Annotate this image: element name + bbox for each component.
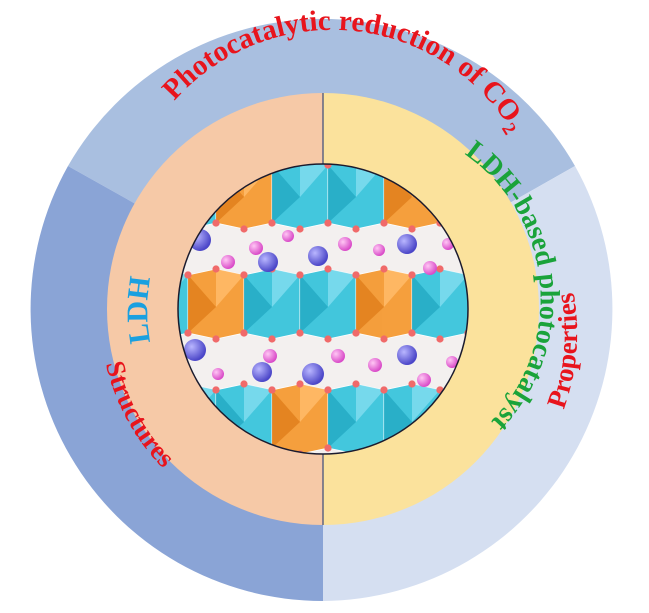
oxygen-atom (212, 265, 220, 273)
octahedron-face (412, 275, 440, 333)
interlayer-ion (331, 349, 345, 363)
interlayer-anion (397, 234, 417, 254)
oxygen-atom (324, 219, 332, 227)
oxygen-atom (324, 444, 332, 452)
octahedron-face (244, 384, 272, 422)
oxygen-atom (296, 380, 304, 388)
octahedron-face (188, 275, 216, 333)
oxygen-atom (380, 219, 388, 227)
oxygen-atom (212, 219, 220, 227)
oxygen-atom (352, 329, 360, 337)
interlayer-ion (249, 241, 263, 255)
oxygen-atom (352, 271, 360, 279)
interlayer-ion (373, 244, 385, 256)
octahedron-face (244, 275, 272, 333)
oxygen-atom (380, 335, 388, 343)
oxygen-atom (240, 380, 248, 388)
oxygen-atom (408, 329, 416, 337)
interlayer-ion (338, 237, 352, 251)
interlayer-anion (397, 345, 417, 365)
oxygen-atom (408, 380, 416, 388)
octahedron-face (328, 390, 356, 448)
oxygen-atom (240, 225, 248, 233)
octahedron-face (300, 384, 328, 422)
oxygen-atom (212, 386, 220, 394)
octahedron-face (328, 165, 356, 223)
oxygen-atom (268, 335, 276, 343)
oxygen-atom (240, 271, 248, 279)
interlayer-ion (446, 356, 458, 368)
octahedron-face (356, 384, 384, 422)
interlayer-anion (258, 252, 278, 272)
interlayer-ion (368, 358, 382, 372)
interlayer-ion (282, 230, 294, 242)
oxygen-atom (408, 271, 416, 279)
oxygen-atom (352, 225, 360, 233)
octahedron-face (300, 275, 328, 333)
octahedron-face (272, 390, 300, 448)
interlayer-ion (212, 368, 224, 380)
oxygen-atom (296, 225, 304, 233)
oxygen-atom (296, 329, 304, 337)
octahedron-face (384, 390, 412, 448)
oxygen-atom (184, 329, 192, 337)
oxygen-atom (324, 386, 332, 394)
oxygen-atom (268, 219, 276, 227)
core-border (177, 163, 469, 455)
interlayer-anion (308, 246, 328, 266)
interlayer-ion (263, 349, 277, 363)
oxygen-atom (324, 335, 332, 343)
interlayer-anion (252, 362, 272, 382)
oxygen-atom (184, 271, 192, 279)
oxygen-atom (296, 271, 304, 279)
interlayer-anion (184, 339, 206, 361)
octahedron-face (272, 269, 300, 307)
octahedron-face (440, 269, 468, 307)
oxygen-atom (324, 265, 332, 273)
inner-left-label: LDH (121, 274, 157, 345)
interlayer-ion (221, 255, 235, 269)
interlayer-ion (417, 373, 431, 387)
octahedron-face (328, 269, 356, 307)
oxygen-atom (268, 386, 276, 394)
octahedron-face (300, 164, 328, 197)
oxygen-atom (240, 329, 248, 337)
oxygen-atom (436, 335, 444, 343)
octahedron-face (216, 269, 244, 307)
oxygen-atom (380, 386, 388, 394)
octahedron-face (384, 269, 412, 307)
oxygen-atom (324, 164, 332, 169)
oxygen-atom (436, 265, 444, 273)
octahedron-face (412, 384, 440, 422)
oxygen-atom (380, 265, 388, 273)
interlayer-ion (423, 261, 437, 275)
oxygen-atom (212, 335, 220, 343)
octahedron-face (356, 275, 384, 333)
oxygen-atom (408, 225, 416, 233)
octahedron-face (272, 165, 300, 223)
interlayer-anion (302, 363, 324, 385)
oxygen-atom (352, 380, 360, 388)
